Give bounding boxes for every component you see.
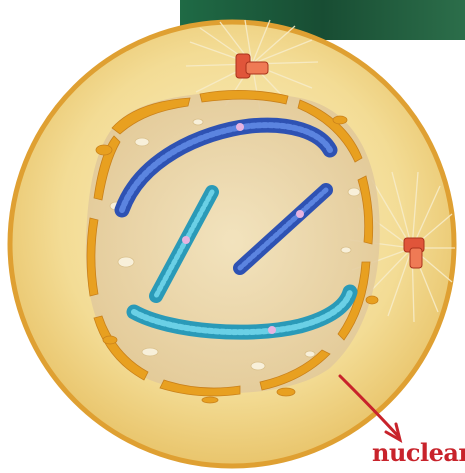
nucleus-region: [86, 92, 380, 393]
nuclear-label: nuclear: [372, 438, 465, 467]
